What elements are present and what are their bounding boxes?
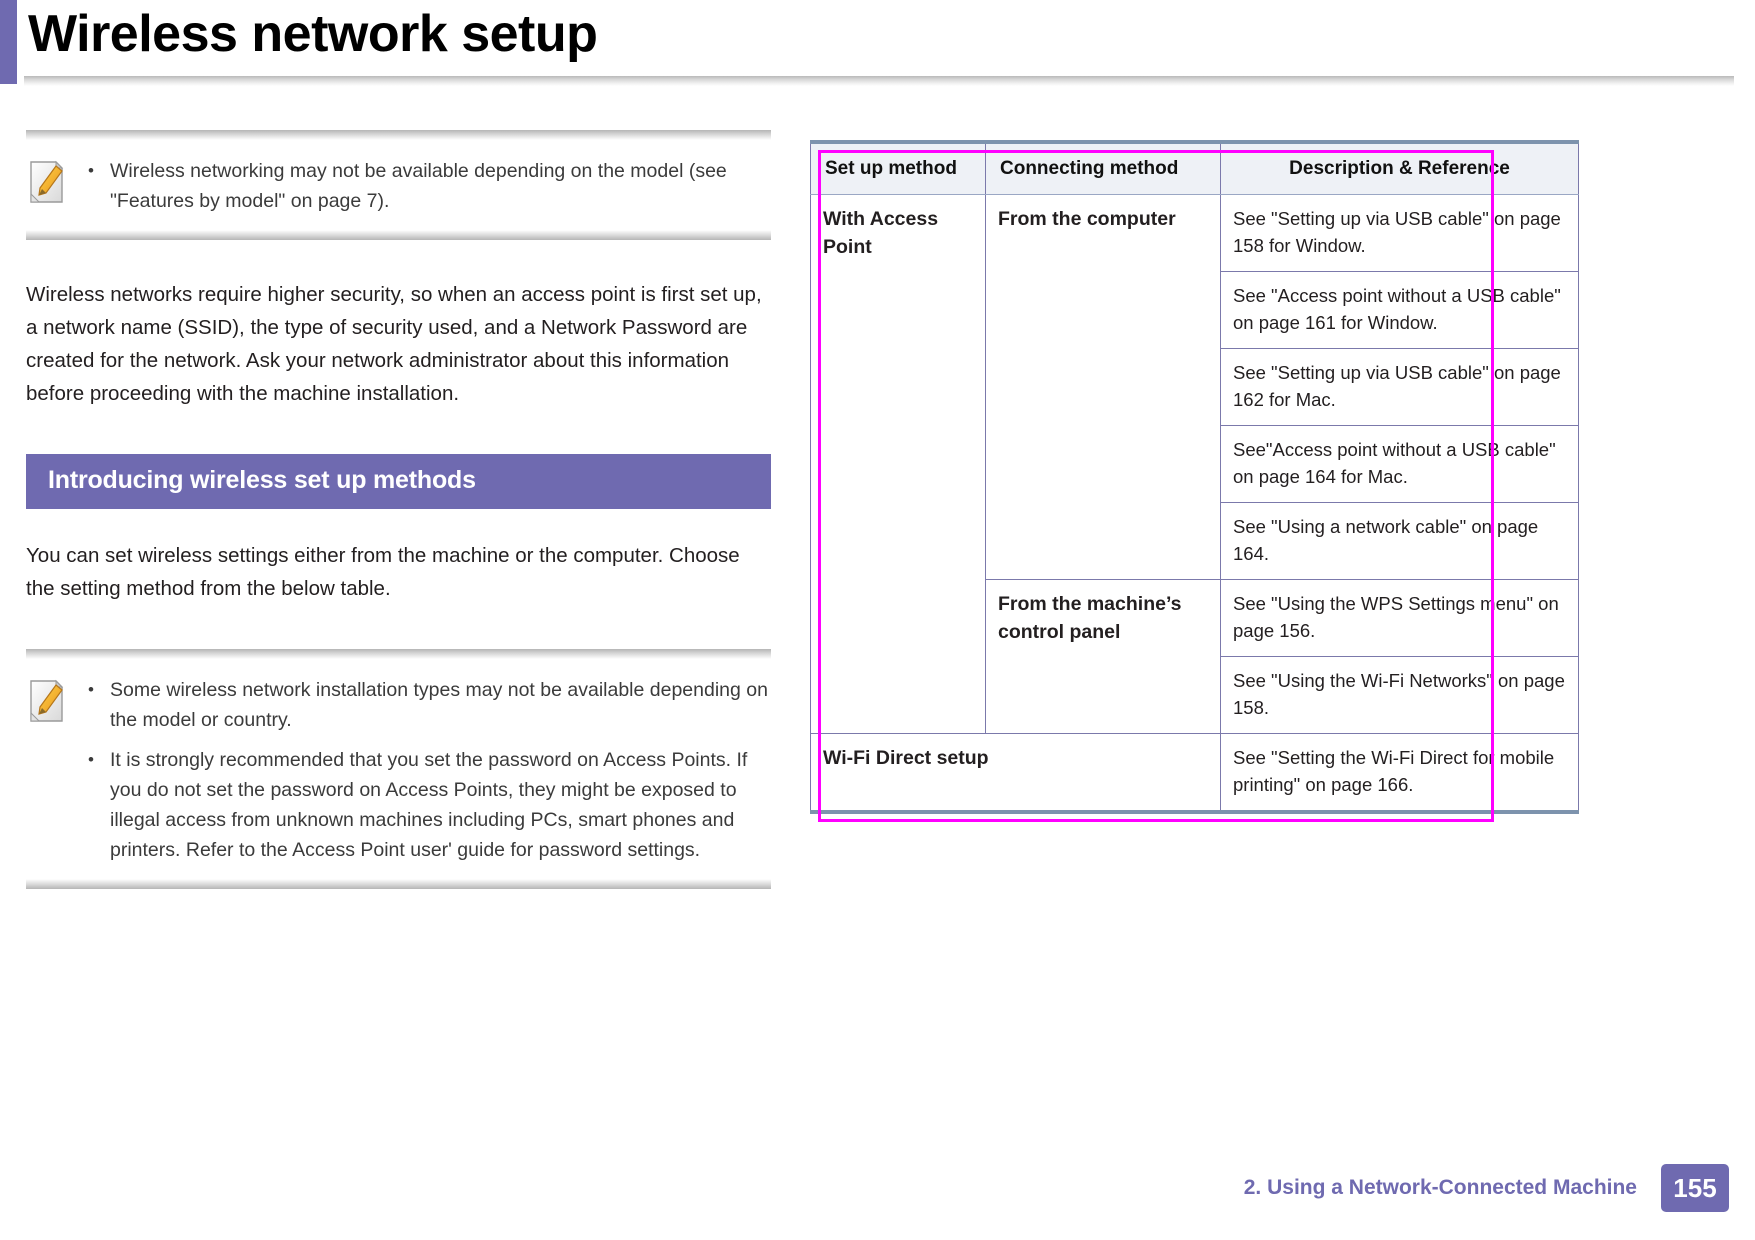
cell-description: See "Access point without a USB cable" o… — [1220, 271, 1579, 349]
table-row: Wi-Fi Direct setup See "Setting the Wi-F… — [810, 733, 1579, 814]
table-row: See"Access point without a USB cable" on… — [811, 425, 1579, 503]
note-item-text: Some wireless network installation types… — [110, 679, 768, 731]
page-title: Wireless network setup — [28, 5, 598, 63]
column-header-connecting-method: Connecting method — [985, 140, 1221, 195]
setup-methods-table: Set up method Connecting method Descript… — [810, 140, 1579, 814]
footer-page-number: 155 — [1661, 1164, 1729, 1212]
bullet-glyph: • — [88, 680, 94, 699]
bullet-glyph: • — [88, 750, 94, 769]
cell-description: See "Setting up via USB cable" on page 1… — [1220, 348, 1579, 426]
list-item: • Some wireless network installation typ… — [88, 675, 771, 735]
note-item-text: Wireless networking may not be available… — [110, 160, 727, 212]
bullet-glyph: • — [88, 161, 94, 180]
section-heading: Introducing wireless set up methods — [26, 454, 771, 509]
section-paragraph: You can set wireless settings either fro… — [26, 544, 740, 600]
note-divider-top — [26, 130, 771, 140]
note-bottom-list: • Some wireless network installation typ… — [78, 675, 771, 865]
right-content-column: Set up method Connecting method Descript… — [810, 140, 1579, 814]
cell-description: See "Setting the Wi-Fi Direct for mobile… — [1220, 733, 1579, 814]
cell-setup-method-with-access-point: With Access Point — [810, 194, 986, 734]
note-box-bottom: • Some wireless network installation typ… — [26, 649, 771, 889]
left-content-column: • Wireless networking may not be availab… — [26, 130, 771, 897]
cell-description: See "Using the WPS Settings menu" on pag… — [1220, 579, 1579, 657]
note-divider-bottom — [26, 230, 771, 240]
page-footer: 2. Using a Network-Connected Machine 155 — [0, 1158, 1755, 1214]
cell-description: See "Using a network cable" on page 164. — [1220, 502, 1579, 580]
column-header-description: Description & Reference — [1220, 140, 1579, 195]
title-accent-bar — [0, 0, 17, 84]
note-divider-top — [26, 649, 771, 659]
cell-description: See "Using the Wi-Fi Networks" on page 1… — [1220, 656, 1579, 734]
cell-setup-method-wifi-direct: Wi-Fi Direct setup — [810, 733, 1221, 814]
cell-description: See"Access point without a USB cable" on… — [1220, 425, 1579, 503]
column-header-setup-method: Set up method — [810, 140, 986, 195]
cell-description: See "Setting up via USB cable" on page 1… — [1220, 194, 1579, 272]
note-pencil-icon — [26, 156, 78, 211]
note-pencil-icon — [26, 675, 78, 730]
table-header-row: Set up method Connecting method Descript… — [810, 140, 1579, 195]
table-row: See "Using the Wi-Fi Networks" on page 1… — [811, 656, 1579, 734]
table-row: See "Access point without a USB cable" o… — [811, 271, 1579, 349]
cell-connecting-method-control-panel: From the machine’s control panel — [985, 579, 1221, 734]
intro-paragraph: Wireless networks require higher securit… — [26, 283, 762, 405]
list-item: • Wireless networking may not be availab… — [88, 156, 771, 216]
cell-connecting-method-from-computer: From the computer — [985, 194, 1221, 580]
note-box-top: • Wireless networking may not be availab… — [26, 130, 771, 240]
footer-chapter-label: 2. Using a Network-Connected Machine — [1243, 1176, 1637, 1199]
note-item-text: It is strongly recommended that you set … — [110, 749, 748, 861]
table-row: See "Using a network cable" on page 164. — [811, 502, 1579, 580]
note-top-list: • Wireless networking may not be availab… — [78, 156, 771, 216]
list-item: • It is strongly recommended that you se… — [88, 745, 771, 865]
table-row: From the machine’s control panel See "Us… — [811, 579, 1579, 734]
note-divider-bottom — [26, 879, 771, 889]
table-row: With Access Point From the computer See … — [810, 194, 1579, 734]
table-row: See "Setting up via USB cable" on page 1… — [811, 348, 1579, 426]
header-divider — [24, 76, 1734, 86]
page-header: Wireless network setup — [0, 0, 1755, 86]
